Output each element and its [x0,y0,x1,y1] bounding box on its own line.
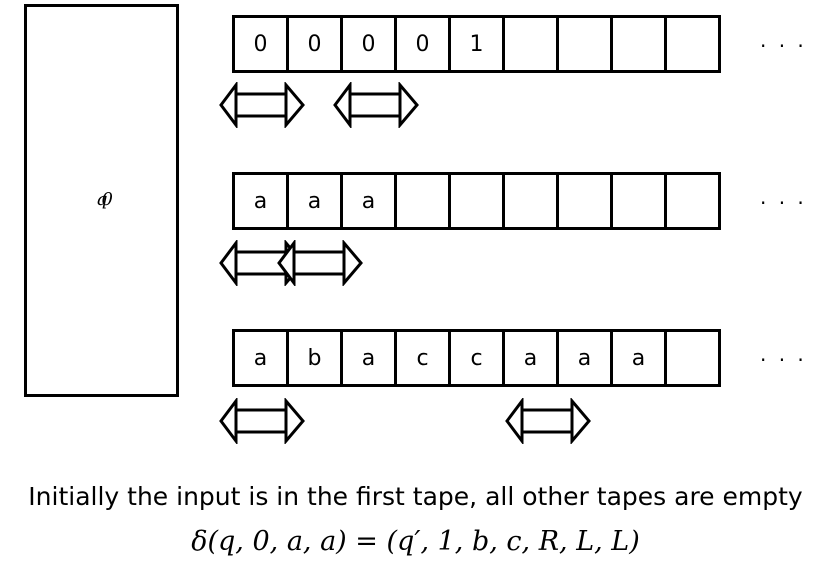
tape-1-cell [556,15,613,73]
tape-1: 0 0 0 0 1 [232,15,721,73]
tape-1-cell: 0 [340,15,397,73]
tape-1-cell [502,15,559,73]
tape-1-ellipsis: · · · [760,34,807,58]
tape-1-head-arrow-icon [333,82,419,128]
tape-3-cell: b [286,329,343,387]
tape-2-cell [610,172,667,230]
tape-3-cell: a [340,329,397,387]
tape-2-ellipsis: · · · [760,191,807,215]
tape-2-cell [394,172,451,230]
formula-rhs: (q′, 1, b, c, R, L, L) [386,526,640,557]
tape-3-cell: a [610,329,667,387]
tape-3-cell [664,329,721,387]
tape-3-ellipsis: · · · [760,348,807,372]
tape-1-cell: 0 [286,15,343,73]
tape-3-cell: c [448,329,505,387]
transition-formula: δ(q, 0, a, a) = (q′, 1, b, c, R, L, L) [0,526,831,557]
tape-2-cell [664,172,721,230]
tape-2-cell [502,172,559,230]
state-label: q0 [96,189,113,210]
tape-3-head-arrow-icon [219,398,305,444]
caption: Initially the input is in the first tape… [28,482,803,511]
tape-3-cell: a [502,329,559,387]
tape-2-cell: a [340,172,397,230]
tape-1-cell: 0 [394,15,451,73]
tape-1-head-arrow-icon [219,82,305,128]
tape-3-cell: c [394,329,451,387]
tape-2-head-arrow-icon [277,240,363,286]
tape-3: a b a c c a a a [232,329,721,387]
tape-2-cell [556,172,613,230]
tape-2: a a a [232,172,721,230]
formula-equals: = [346,526,387,557]
tape-3-head-arrow-icon [505,398,591,444]
tape-2-cell [448,172,505,230]
tape-1-cell: 0 [232,15,289,73]
control-unit-box: q0 [24,4,179,397]
tape-1-cell [664,15,721,73]
tape-2-cell: a [286,172,343,230]
tape-2-cell: a [232,172,289,230]
formula-lhs: δ(q, 0, a, a) [191,526,347,557]
tape-3-cell: a [232,329,289,387]
tape-3-cell: a [556,329,613,387]
tape-1-cell: 1 [448,15,505,73]
tape-1-cell [610,15,667,73]
